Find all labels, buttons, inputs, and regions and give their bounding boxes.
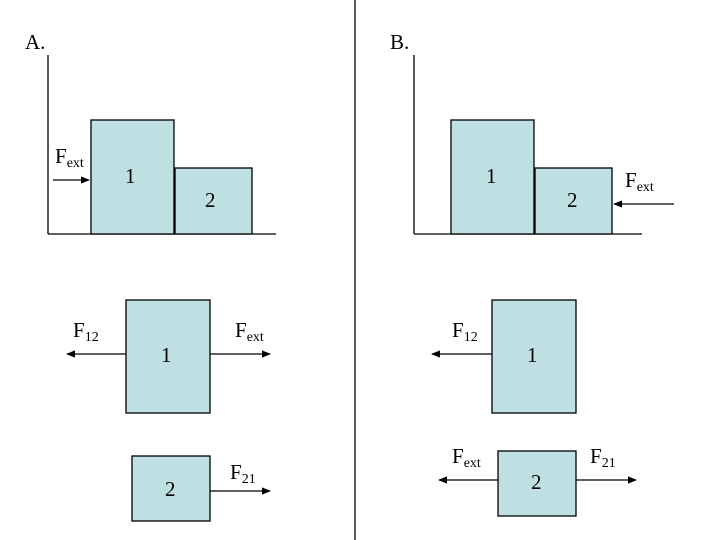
panel-b-fbd-block-1 xyxy=(491,299,577,414)
panel-a-f12-label: F12 xyxy=(73,318,99,345)
panel-b-fbd-fext-label: Fext xyxy=(452,444,481,471)
panel-b-block-1-label: 1 xyxy=(486,164,497,188)
panel-b-title: B. xyxy=(390,30,409,54)
panel-a-fbd-fext-label: Fext xyxy=(235,318,264,345)
panel-a: A. 1 2 Fext 1 F12 Fext 2 F21 xyxy=(25,30,276,522)
panel-a-block-1-label: 1 xyxy=(125,164,136,188)
panel-b-fext-label: Fext xyxy=(625,168,654,195)
panel-a-block-1 xyxy=(90,119,175,235)
panel-b-block-2 xyxy=(534,167,613,235)
panel-b-f12-label: F12 xyxy=(452,318,478,345)
panel-a-fbd-block-2 xyxy=(131,455,211,522)
panel-a-fbd-block-2-label: 2 xyxy=(165,477,176,501)
panel-a-fbd-block-1 xyxy=(125,299,211,414)
panel-a-fext-label: Fext xyxy=(55,144,84,171)
panel-a-fbd-block-1-label: 1 xyxy=(161,343,172,367)
panel-a-block-2-label: 2 xyxy=(205,188,216,212)
panel-b-fbd-block-2 xyxy=(497,450,577,517)
panel-b-block-1 xyxy=(450,119,535,235)
panel-b-f21-label: F21 xyxy=(590,444,616,471)
panel-b: B. 1 2 Fext 1 F12 2 Fext F21 xyxy=(390,30,674,517)
panel-b-block-2-label: 2 xyxy=(567,188,578,212)
panel-b-fbd-block-2-label: 2 xyxy=(531,470,542,494)
panel-a-f21-label: F21 xyxy=(230,460,256,487)
panel-b-fbd-block-1-label: 1 xyxy=(527,343,538,367)
panel-a-title: A. xyxy=(25,30,45,54)
panel-a-block-2 xyxy=(174,167,253,235)
